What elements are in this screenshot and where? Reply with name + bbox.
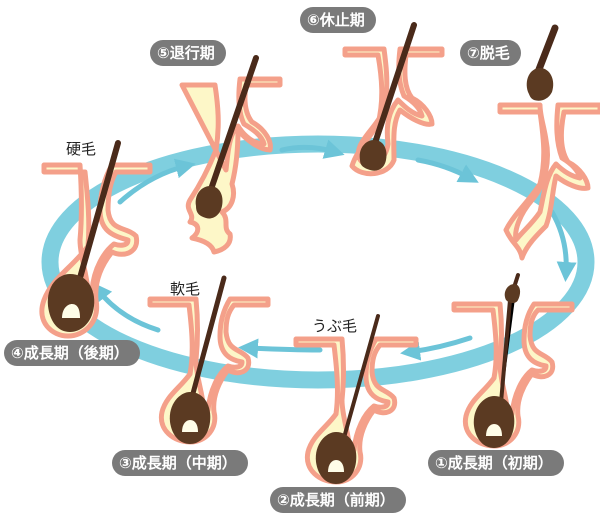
stage-label-1: ①成長期（初期） — [428, 450, 564, 476]
follicle-stage-3 — [147, 275, 271, 445]
stage-label-5: ⑤退行期 — [150, 40, 226, 66]
stage-label-2: ②成長期（前期） — [270, 487, 406, 513]
arrow-3-to-4 — [91, 282, 161, 333]
stage-label-4: ④成長期（後期） — [4, 340, 140, 366]
arrow-4-to-5 — [117, 158, 196, 205]
arrow-6-to-7 — [415, 157, 479, 183]
follicle-stage-6 — [342, 22, 445, 177]
follicle-stage-2 — [293, 314, 419, 485]
cycle-arrows — [91, 139, 577, 361]
hair-label-hard: 硬毛 — [66, 140, 97, 158]
stage-label-7: ⑦脱毛 — [460, 40, 521, 66]
hair-label-vellus: うぶ毛 — [312, 317, 358, 335]
arrow-5-to-6 — [279, 139, 345, 159]
stage-label-3: ③成長期（中期） — [112, 450, 248, 476]
follicle-stage-4 — [39, 140, 153, 339]
arrow-7-to-1 — [549, 209, 577, 282]
follicle-stage-5 — [179, 55, 283, 255]
follicle-stage-1 — [451, 273, 575, 449]
follicle-stage-7 — [497, 24, 600, 261]
arrow-2-to-3 — [238, 338, 323, 359]
arrow-1-to-2 — [400, 335, 473, 361]
cycle-ring — [41, 135, 595, 389]
stage-label-6: ⑥休止期 — [300, 7, 376, 33]
hair-label-soft: 軟毛 — [170, 280, 201, 298]
